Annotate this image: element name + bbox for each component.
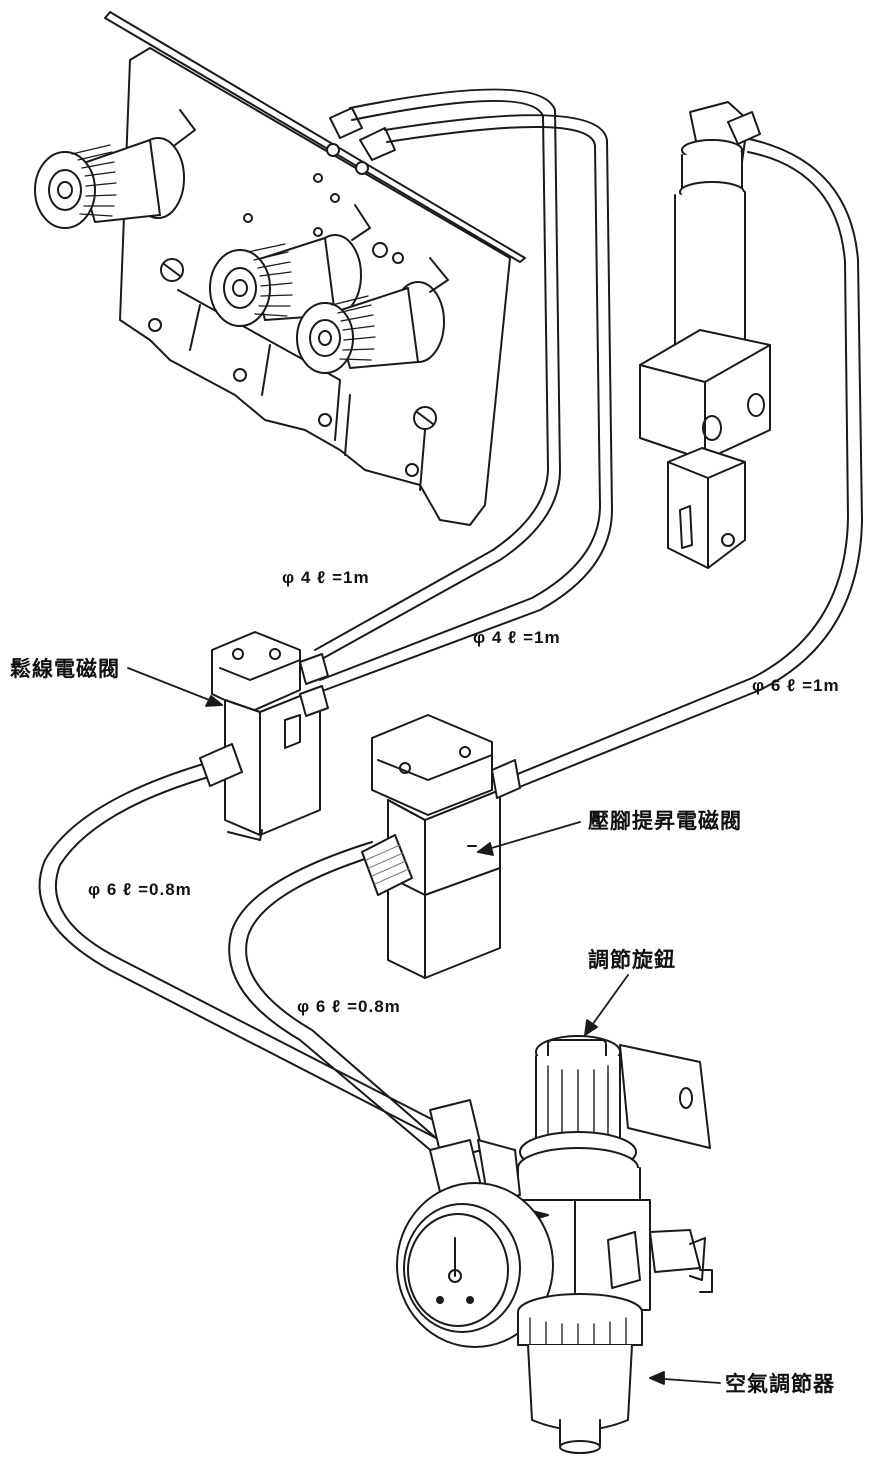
thread-release-valve [199,631,329,841]
tension-knob-1 [34,109,196,229]
air-regulator-unit [396,1035,713,1454]
tension-knob-3 [296,257,449,374]
air-cylinder [639,101,771,569]
pipe-label-top-mid: φ 4 ℓ =1m [473,628,561,647]
pressure-gauge-icon [396,1182,554,1348]
arrow-thread-release [127,667,223,707]
label-adjust-knob: 調節旋鈕 [588,948,676,972]
label-presser-lift-valve: 壓腳提昇電磁閥 [588,809,742,833]
label-thread-release-valve: 鬆線電磁閥 [10,657,120,681]
pipe-label-right: φ 6 ℓ =1m [752,676,840,695]
adjust-knob-icon [535,1035,621,1143]
presser-lift-valve [361,714,521,979]
tension-plate-assembly [34,11,526,526]
air-tubes [38,88,863,1166]
pipe-label-top-left: φ 4 ℓ =1m [282,568,370,587]
tension-knob-2 [209,204,371,327]
muffler-icon [361,834,413,896]
arrow-adjust-knob [584,974,629,1036]
pipe-label-left-low: φ 6 ℓ =0.8m [88,880,192,899]
arrow-air-regulator [649,1371,721,1385]
arrow-presser-lift [477,821,581,856]
pipe-label-bottom-mid: φ 6 ℓ =0.8m [297,997,401,1016]
leader-arrows [127,667,721,1385]
filter-bowl-icon [517,1293,643,1454]
label-air-regulator: 空氣調節器 [725,1372,835,1396]
